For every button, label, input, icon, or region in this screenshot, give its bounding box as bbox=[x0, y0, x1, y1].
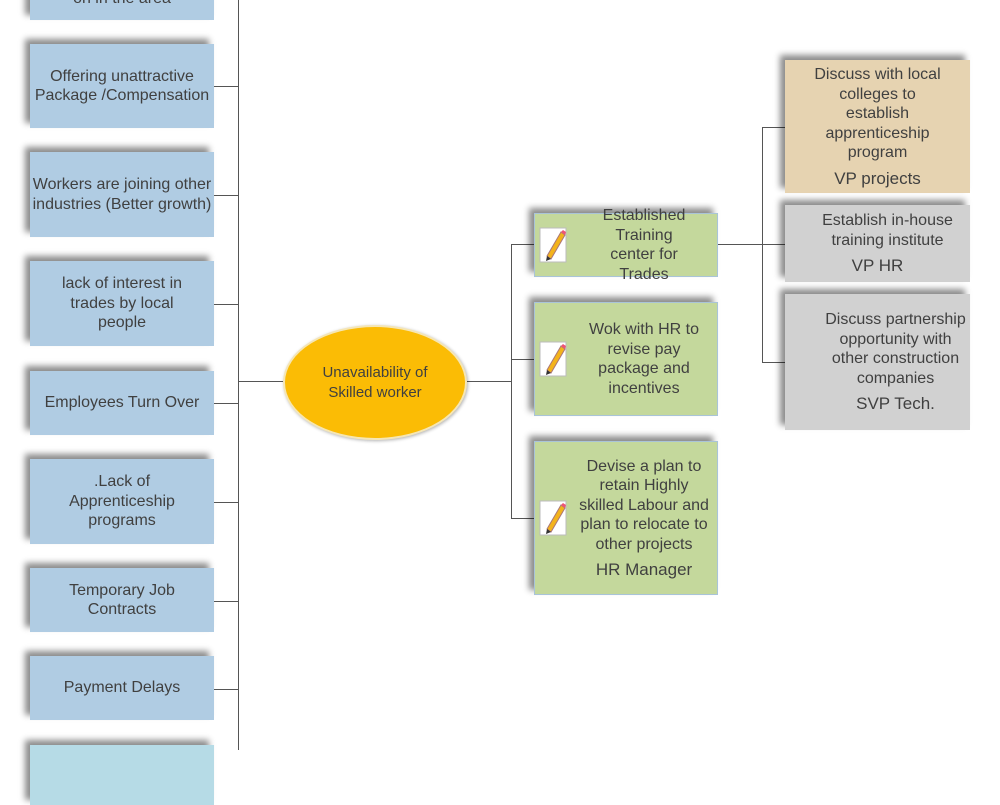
cause-connector bbox=[214, 86, 238, 87]
action-owner: HR Manager bbox=[595, 560, 693, 579]
cause-connector bbox=[214, 601, 238, 602]
action-label: Wok with HR to revise pay package and in… bbox=[589, 321, 699, 397]
sub-action-label: Discuss with local colleges to establish… bbox=[814, 66, 941, 161]
cause-connector bbox=[214, 195, 238, 196]
sub-action-connector bbox=[762, 244, 785, 245]
sub-action-connector bbox=[718, 244, 762, 245]
central-problem-label: Unavailability of Skilled worker bbox=[322, 364, 428, 401]
cause-connector bbox=[214, 689, 238, 690]
cause-node[interactable]: Employees Turn Over bbox=[30, 371, 214, 435]
cause-label: Offering unattractive Package /Compensat… bbox=[34, 67, 210, 105]
action-connector bbox=[511, 518, 534, 519]
pencil-note-icon bbox=[539, 341, 567, 377]
cause-label: Payment Delays bbox=[63, 679, 181, 697]
action-label: Established Training center for Trades bbox=[602, 207, 686, 283]
sub-action-owner: VP projects bbox=[834, 168, 921, 188]
central-problem-node[interactable]: Unavailability of Skilled worker bbox=[283, 325, 467, 440]
sub-action-spine-line bbox=[762, 127, 763, 363]
action-label: Devise a plan to retain Highly skilled L… bbox=[579, 457, 709, 553]
cause-node[interactable]: Temporary Job Contracts bbox=[30, 568, 214, 632]
sub-action-label: Discuss partnership opportunity with oth… bbox=[825, 311, 966, 387]
cause-label: Workers are joining other industries (Be… bbox=[32, 176, 212, 213]
cause-spine-line bbox=[238, 0, 239, 750]
sub-action-node[interactable]: Discuss with local colleges to establish… bbox=[785, 60, 970, 193]
cause-node[interactable]: lack of interest in trades by local peop… bbox=[30, 261, 214, 346]
action-spine-line bbox=[511, 244, 512, 519]
cause-node[interactable]: .Lack of Apprenticeship programs bbox=[30, 459, 214, 544]
action-node[interactable]: Wok with HR to revise pay package and in… bbox=[534, 302, 718, 416]
cause-label: lack of interest in trades by local peop… bbox=[61, 275, 183, 332]
sub-action-node[interactable]: Establish in-house training institute VP… bbox=[785, 205, 970, 282]
action-node[interactable]: Devise a plan to retain Highly skilled L… bbox=[534, 441, 718, 595]
sub-action-connector bbox=[762, 362, 785, 363]
cause-label: on in the area bbox=[73, 0, 171, 8]
cause-connector bbox=[214, 403, 238, 404]
cause-label: Employees Turn Over bbox=[44, 394, 200, 412]
cause-node[interactable]: Workers are joining other industries (Be… bbox=[30, 152, 214, 237]
sub-action-owner: SVP Tech. bbox=[856, 394, 935, 414]
cause-node[interactable]: Payment Delays bbox=[30, 656, 214, 720]
cause-connector bbox=[214, 502, 238, 503]
action-node[interactable]: Established Training center for Trades bbox=[534, 207, 718, 283]
center-left-connector bbox=[238, 381, 284, 382]
cause-label: Temporary Job Contracts bbox=[69, 581, 175, 619]
center-right-connector bbox=[467, 381, 511, 382]
sub-action-node[interactable]: Discuss partnership opportunity with oth… bbox=[785, 294, 970, 430]
pencil-note-icon bbox=[539, 500, 567, 536]
sub-action-connector bbox=[762, 127, 785, 128]
pencil-note-icon bbox=[539, 227, 567, 263]
cause-node[interactable]: on in the area bbox=[30, 0, 214, 20]
cause-node[interactable] bbox=[30, 745, 214, 805]
action-connector bbox=[511, 244, 534, 245]
cause-label: .Lack of Apprenticeship programs bbox=[69, 473, 175, 530]
cause-connector bbox=[214, 304, 238, 305]
action-connector bbox=[511, 359, 534, 360]
cause-node[interactable]: Offering unattractive Package /Compensat… bbox=[30, 44, 214, 128]
sub-action-label: Establish in-house training institute bbox=[822, 212, 953, 249]
sub-action-owner: VP HR bbox=[851, 256, 904, 276]
